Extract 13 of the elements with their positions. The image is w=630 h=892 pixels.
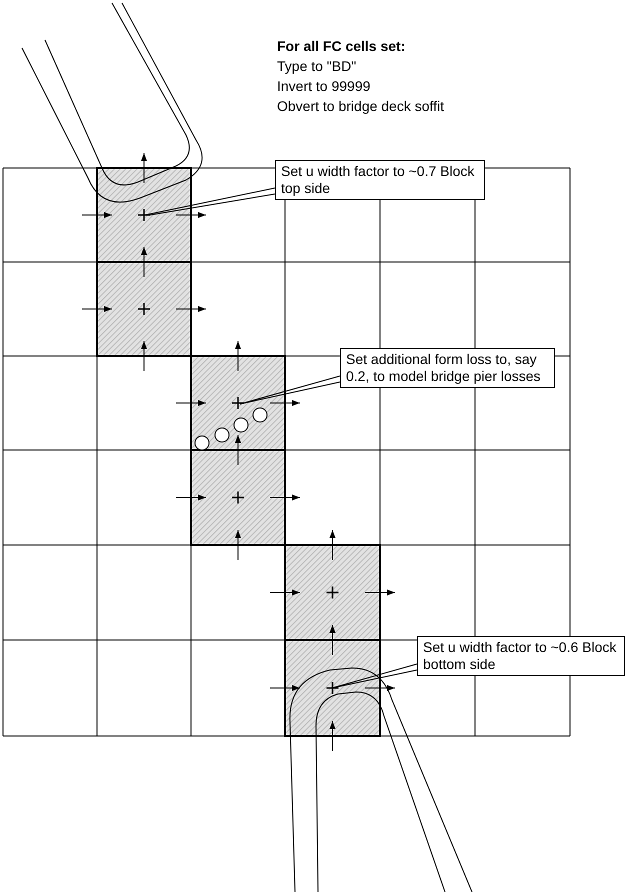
leader-line (240, 376, 340, 404)
note-line: Invert to 99999 (277, 78, 370, 95)
leader-line (332, 670, 418, 688)
callout-box: Set u width factor to ~0.7 Block top side (275, 160, 485, 200)
callout-box: Set u width factor to ~0.6 Block bottom side (417, 636, 625, 676)
leader-line (240, 382, 340, 404)
leader-line (150, 194, 276, 216)
leader-line (332, 664, 418, 688)
callout-box: Set additional form loss to, say 0.2, to model bridge pier losses (340, 348, 555, 388)
leader-line (144, 188, 276, 216)
note-heading: For all FC cells set: (277, 38, 406, 55)
note-line: Obvert to bridge deck soffit (277, 98, 444, 115)
note-line: Type to "BD" (277, 58, 356, 75)
